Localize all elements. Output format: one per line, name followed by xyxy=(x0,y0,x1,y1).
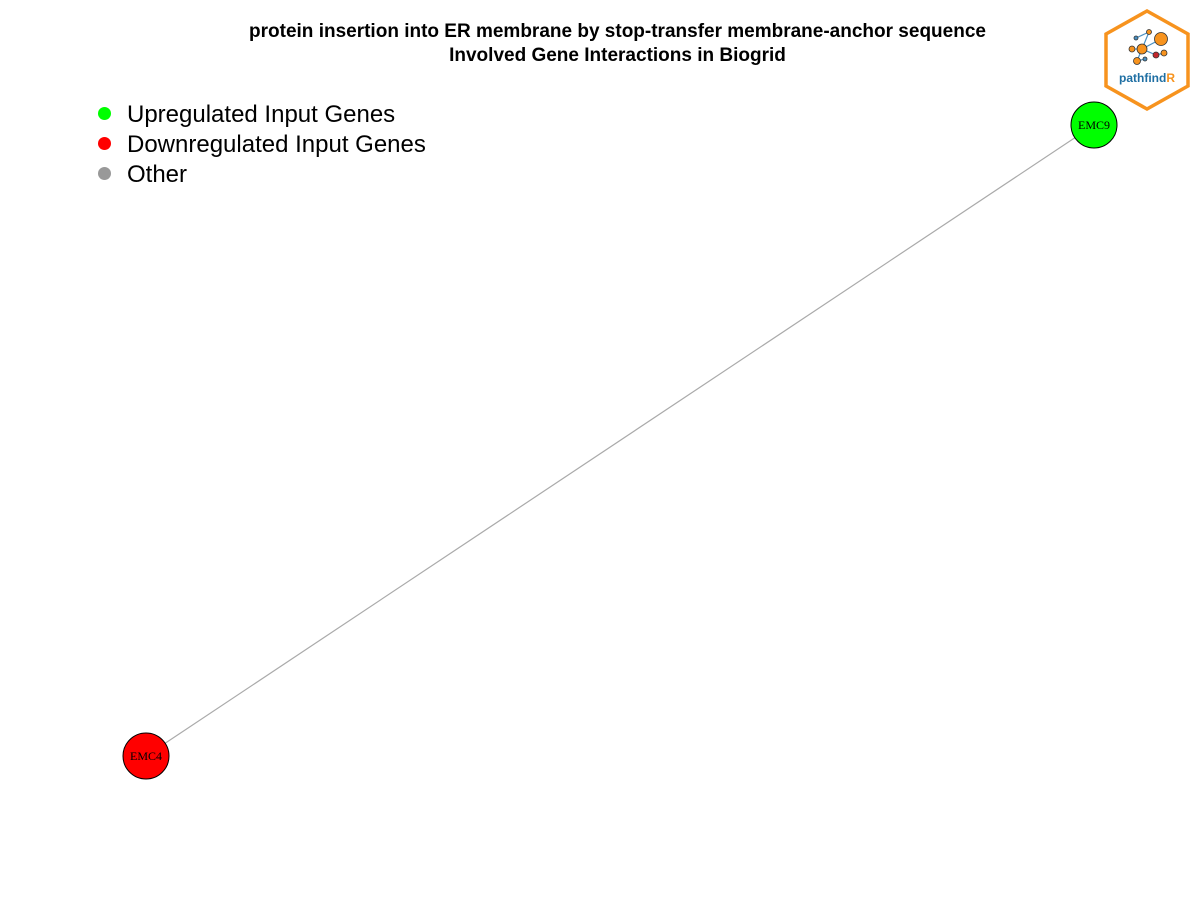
logo-text: pathfindR xyxy=(1119,71,1175,85)
plot-title: protein insertion into ER membrane by st… xyxy=(0,20,1200,68)
legend-item-downregulated: Downregulated Input Genes xyxy=(98,130,426,160)
node-emc4-label: EMC4 xyxy=(130,749,162,763)
legend-label-downregulated: Downregulated Input Genes xyxy=(127,131,426,158)
logo-text-accent: R xyxy=(1166,71,1175,85)
node-emc9[interactable]: EMC9 xyxy=(1070,101,1118,149)
legend-item-other: Other xyxy=(98,160,426,190)
edge-emc9-emc4 xyxy=(145,124,1095,757)
title-line-2: Involved Gene Interactions in Biogrid xyxy=(449,45,786,66)
legend-label-other: Other xyxy=(127,161,188,188)
legend-dot-downregulated xyxy=(98,136,111,150)
node-emc9-circle[interactable] xyxy=(1070,101,1118,149)
legend-dot-upregulated xyxy=(98,106,111,120)
logo-nodes xyxy=(1128,29,1168,65)
node-emc4-circle[interactable] xyxy=(122,732,170,780)
legend: Upregulated Input Genes Downregulated In… xyxy=(98,100,426,190)
node-emc4[interactable]: EMC4 xyxy=(122,732,170,780)
node-emc9-label: EMC9 xyxy=(1078,118,1110,132)
legend-dot-other xyxy=(98,166,111,180)
legend-label-upregulated: Upregulated Input Genes xyxy=(127,101,396,128)
pathfindr-logo: pathfindR xyxy=(1104,8,1190,112)
legend-item-upregulated: Upregulated Input Genes xyxy=(98,100,426,130)
logo-text-main: pathfind xyxy=(1119,71,1166,85)
title-line-1: protein insertion into ER membrane by st… xyxy=(249,21,986,42)
